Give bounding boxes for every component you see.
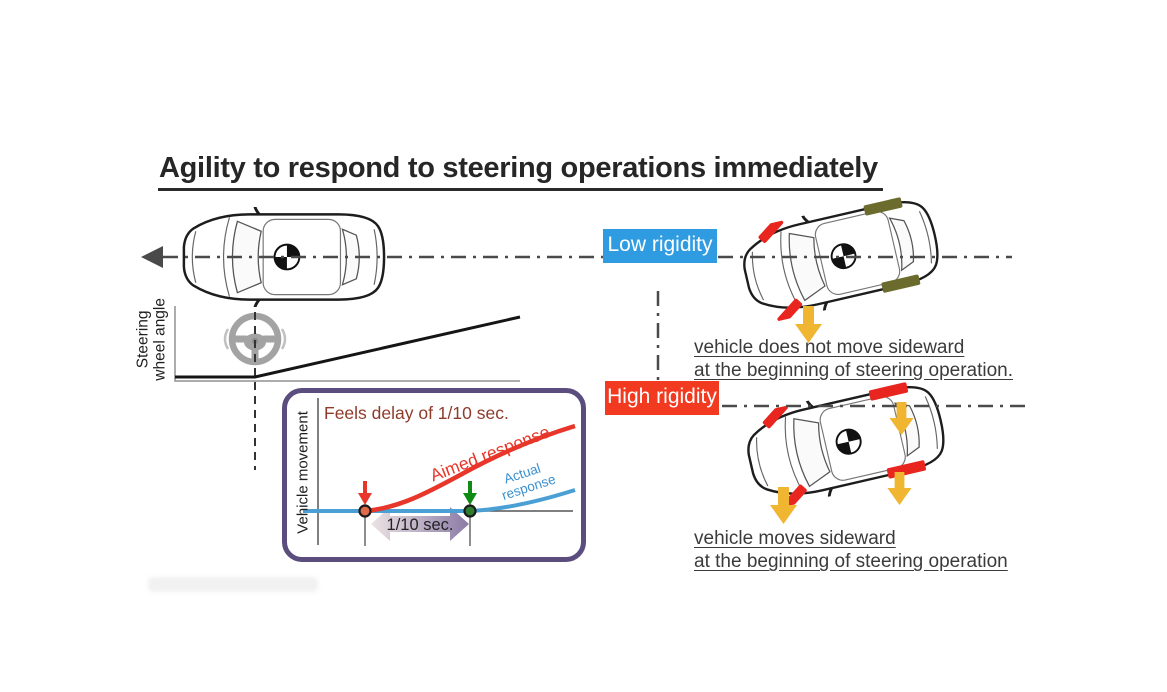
car-high-rigidity — [737, 371, 955, 515]
high-rigidity-caption: vehicle moves sideward at the beginning … — [694, 527, 1008, 573]
red-down-arrow-icon — [358, 493, 372, 505]
low-rigidity-badge: Low rigidity — [603, 229, 717, 264]
front-wheel-mark — [777, 298, 803, 325]
steer-input-marker — [358, 481, 372, 518]
high-caption-line1: vehicle moves sideward — [694, 528, 896, 549]
actual-response-marker — [463, 481, 477, 518]
impact-arrow-icon — [795, 306, 822, 343]
high-rigidity-badge: High rigidity — [605, 381, 719, 416]
page-title: Agility to respond to steering operation… — [158, 152, 883, 191]
front-wheel-mark — [762, 401, 788, 429]
car-low-rigidity — [733, 186, 949, 329]
actual-start-point — [463, 504, 477, 518]
impact-arrow-icon — [887, 472, 912, 505]
rear-wheel-mark — [868, 382, 909, 401]
steering-wheel-icon — [223, 312, 287, 366]
steering-axis-label: Steering wheel angle — [135, 264, 170, 414]
green-down-arrow-icon — [463, 493, 477, 505]
rear-wheel-mark — [863, 197, 903, 216]
rear-wheel-mark — [881, 274, 921, 293]
steering-axis-label-line1: Steering — [134, 310, 152, 369]
delay-chart: Feels delay of 1/10 sec. 1/10 sec. Aimed… — [303, 398, 576, 546]
delay-panel: Feels delay of 1/10 sec. 1/10 sec. Aimed… — [282, 388, 586, 562]
high-caption-line2: at the beginning of steering operation — [694, 551, 1008, 573]
aimed-response-curve — [364, 423, 576, 514]
low-caption-line2: at the beginning of steering operation. — [694, 360, 1014, 382]
delay-chart-axis-label: Vehicle movement — [294, 411, 312, 534]
impact-arrow-icon — [889, 402, 914, 435]
center-of-gravity-icon — [182, 207, 386, 307]
delay-span-arrow — [371, 507, 469, 541]
front-wheel-mark — [758, 216, 784, 243]
delay-span-label: 1/10 sec. — [387, 516, 454, 534]
artifact-smudge — [148, 577, 318, 592]
delay-heading: Feels delay of 1/10 sec. — [324, 403, 509, 423]
car-top-view — [182, 207, 386, 307]
low-caption-line1: vehicle does not move sideward — [694, 337, 965, 358]
impact-arrow-icon — [770, 487, 797, 524]
aimed-start-point — [358, 504, 372, 518]
steering-axis-label-line2: wheel angle — [152, 298, 169, 381]
low-rigidity-caption: vehicle does not move sideward at the be… — [694, 336, 1013, 382]
